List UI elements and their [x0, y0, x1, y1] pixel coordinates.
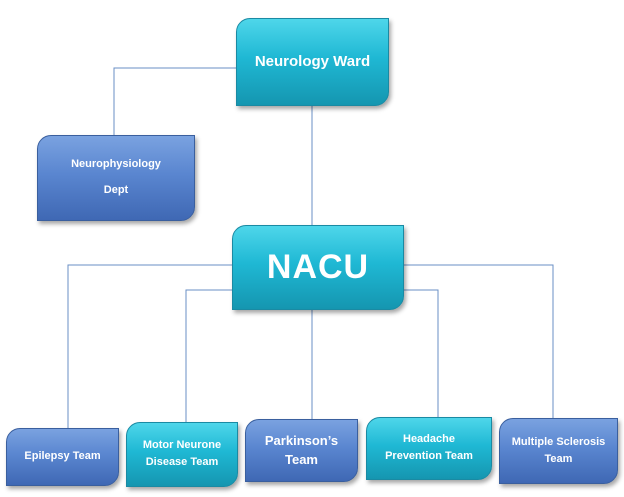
- node-motor-neurone-label-line2: Disease Team: [145, 456, 219, 468]
- node-motor-neurone-disease-team: Motor Neurone Disease Team: [126, 422, 238, 487]
- node-headache-prevention-team: Headache Prevention Team: [366, 417, 492, 480]
- connector-nacu-to-motor-neurone: [185, 289, 232, 422]
- node-neurophysiology-label-line2: Dept: [103, 184, 129, 196]
- node-neurophysiology-label-line1: Neurophysiology: [71, 158, 161, 171]
- node-headache-label-line1: Headache: [403, 433, 455, 446]
- node-ms-label-line2: Team: [544, 452, 573, 465]
- node-epilepsy-label: Epilepsy Team: [24, 450, 101, 463]
- node-parkinsons-label-line2: Team: [285, 451, 318, 467]
- node-neurology-ward: Neurology Ward: [236, 18, 389, 106]
- node-parkinsons-label-line1: Parkinson’s: [264, 433, 339, 449]
- connector-nacu-to-epilepsy: [67, 264, 232, 428]
- node-parkinsons-team: Parkinson’s Team: [245, 419, 358, 482]
- node-epilepsy-team: Epilepsy Team: [6, 428, 119, 486]
- connector-ward-to-neurophysiology: [113, 67, 236, 135]
- node-ms-label-line1: Multiple Sclerosis: [511, 435, 606, 448]
- node-neurophysiology-dept: Neurophysiology Dept: [37, 135, 195, 221]
- node-nacu-label: NACU: [266, 248, 370, 287]
- connector-nacu-to-headache: [404, 289, 439, 417]
- node-neurology-ward-label: Neurology Ward: [254, 52, 371, 70]
- node-nacu: NACU: [232, 225, 404, 310]
- node-multiple-sclerosis-team: Multiple Sclerosis Team: [499, 418, 618, 484]
- node-motor-neurone-label-line1: Motor Neurone: [142, 439, 222, 452]
- connector-nacu-to-ms: [404, 264, 554, 418]
- node-headache-label-line2: Prevention Team: [385, 450, 473, 462]
